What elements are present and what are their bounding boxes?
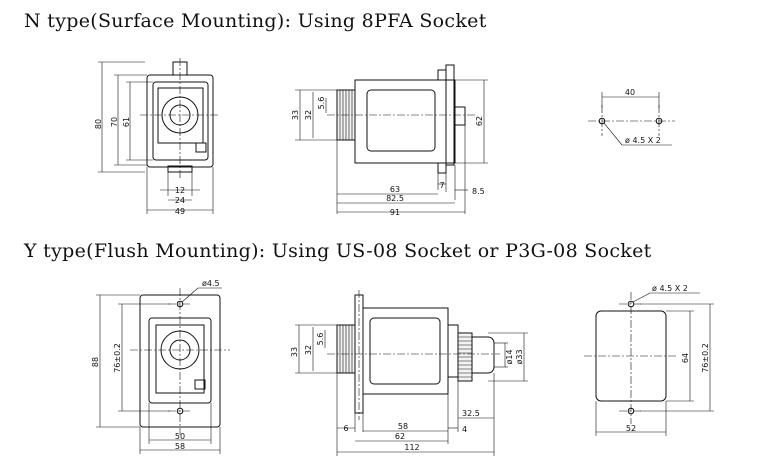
- y-side-dim-33: 33: [290, 347, 299, 357]
- y-type-title: Y type(Flush Mounting): Using US-08 Sock…: [24, 240, 652, 262]
- n-front-dim-61: 61: [122, 117, 131, 127]
- n-side-view: 33 32 5.6 62 7 8.5 63 82.5 91: [291, 64, 488, 217]
- y-side-dim-6: 6: [343, 424, 348, 433]
- n-front-dim-12: 12: [175, 186, 185, 195]
- y-side-dim-112: 112: [404, 443, 419, 452]
- n-front-dim-49: 49: [175, 207, 185, 216]
- n-side-dim-5-6: 5.6: [317, 97, 326, 110]
- y-panel-dim-52: 52: [626, 424, 636, 433]
- y-front-dim-50: 50: [175, 432, 185, 441]
- y-front-diameter: ø4.5: [202, 279, 220, 288]
- n-side-dim-32: 32: [304, 110, 313, 120]
- n-front-view: 80 70 61 12 24 49: [94, 58, 218, 216]
- n-side-dim-33: 33: [291, 110, 300, 120]
- y-panel-dim-76: 76±0.2: [701, 343, 710, 373]
- n-side-dim-82-5: 82.5: [386, 194, 404, 203]
- y-side-dim-32-5: 32.5: [462, 409, 480, 418]
- n-side-dim-7: 7: [439, 181, 444, 190]
- n-hole-pattern: 40 ø 4.5 X 2: [588, 88, 675, 146]
- y-front-dim-88: 88: [91, 357, 100, 367]
- n-front-dim-80: 80: [94, 119, 103, 129]
- y-side-dim-5-6: 5.6: [316, 333, 325, 346]
- n-hole-diameter: ø 4.5 X 2: [625, 136, 661, 145]
- y-front-view: ø4.5 88 76±0.2 50 58: [91, 279, 230, 454]
- y-front-dim-58: 58: [175, 442, 185, 451]
- y-side-dim-32: 32: [304, 345, 313, 355]
- y-front-dim-76: 76±0.2: [113, 343, 122, 373]
- n-type-title: N type(Surface Mounting): Using 8PFA Soc…: [24, 10, 487, 32]
- n-front-dim-70: 70: [110, 117, 119, 127]
- y-side-dim-dia14: ø14: [505, 349, 514, 364]
- y-side-dim-58: 58: [398, 422, 408, 431]
- n-side-dim-62: 62: [475, 116, 484, 126]
- y-side-dim-dia33: ø33: [515, 349, 524, 364]
- y-side-dim-62: 62: [395, 432, 405, 441]
- n-side-dim-63: 63: [390, 185, 400, 194]
- y-panel-dim-64: 64: [681, 353, 690, 363]
- y-panel-cutout: ø 4.5 X 2 64 76±0.2 52: [584, 284, 714, 436]
- n-side-dim-91: 91: [390, 208, 400, 217]
- y-side-view: 33 32 5.6 ø14 ø33 6 32.5 4 58 62 112: [290, 290, 528, 456]
- y-panel-diameter: ø 4.5 X 2: [652, 284, 688, 293]
- y-side-dim-4: 4: [462, 425, 467, 434]
- n-hole-dim-40: 40: [625, 88, 635, 97]
- n-side-dim-8-5: 8.5: [472, 187, 485, 196]
- n-front-dim-24: 24: [175, 196, 185, 205]
